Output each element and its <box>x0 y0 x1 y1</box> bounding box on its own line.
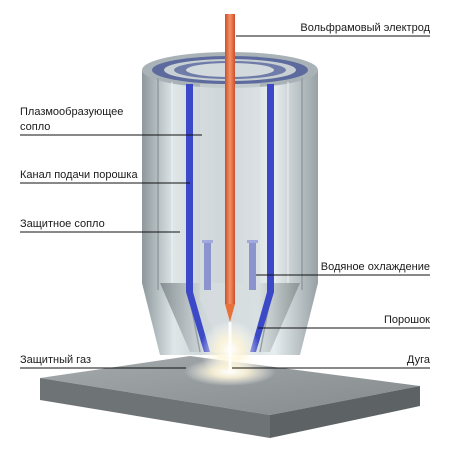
label-tungsten-electrode: Вольфрамовый электрод <box>300 22 430 34</box>
label-powder: Порошок <box>383 314 430 326</box>
label-plasma-nozzle-line1: Плазмообразующее <box>20 106 124 118</box>
label-shield-gas: Защитный газ <box>20 354 91 366</box>
label-shield-nozzle: Защитное сопло <box>20 218 105 230</box>
label-arc: Дуга <box>406 354 430 366</box>
tungsten-electrode <box>225 14 235 322</box>
powder-channels <box>186 84 274 352</box>
label-plasma-nozzle-line2: сопло <box>20 121 51 133</box>
label-powder-channel: Канал подачи порошка <box>20 169 138 181</box>
leader-lines <box>20 35 430 369</box>
label-water-cooling: Водяное охлаждение <box>320 261 430 273</box>
arc-glow <box>184 320 276 386</box>
